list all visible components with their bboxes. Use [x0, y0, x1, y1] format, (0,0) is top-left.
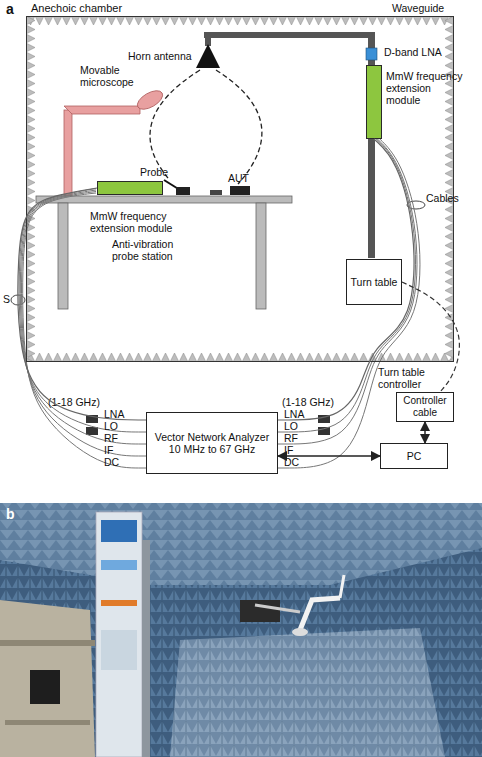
annotation-label: Anti-vibration probe station — [112, 238, 197, 262]
foam-ceiling — [0, 503, 482, 585]
absorber-row — [26, 16, 35, 362]
annotation-label: Turn table controller — [378, 366, 440, 390]
waveguide — [205, 32, 211, 46]
column-side — [142, 540, 150, 757]
instrument-box — [240, 600, 280, 622]
column-panel — [101, 560, 137, 570]
chamber-photo — [0, 503, 482, 757]
annotation-label: LO — [284, 420, 314, 432]
node-text: MmW frequency extension module — [90, 210, 190, 234]
stepper-motor — [30, 670, 60, 704]
annotation-label: D-band LNA — [384, 46, 448, 58]
node-text: Vector Network Analyzer 10 MHz to 67 GHz — [147, 430, 277, 456]
annotation-label: LNA — [104, 408, 134, 420]
table-leg — [256, 203, 266, 309]
extension-module: MmW frequency extension module — [97, 181, 163, 195]
panel-letter: b — [6, 506, 20, 522]
annotation-label: (1-18 GHz) — [282, 396, 342, 408]
annotation-label: LO — [104, 420, 134, 432]
annotation-label: Horn antenna — [128, 50, 198, 62]
vertical-column — [96, 512, 142, 757]
connectors — [18, 139, 459, 456]
annotation-label: Cables — [426, 192, 466, 204]
probe-station — [36, 180, 292, 309]
annotation-label: RF — [284, 432, 314, 444]
node-text: MmW frequency extension module — [386, 70, 466, 106]
annotation-label: RF — [104, 432, 134, 444]
extension-module: MmW frequency extension module — [366, 65, 382, 139]
absorber-row — [445, 16, 454, 362]
annotation-label: S — [3, 293, 13, 305]
lna-block — [86, 427, 98, 435]
node-text: PC — [405, 449, 424, 463]
microscope-arm — [255, 605, 300, 612]
node-text: Controller cable — [397, 394, 453, 420]
horn-antenna — [196, 44, 220, 68]
stage-block — [210, 190, 222, 195]
positioner-rail — [5, 720, 90, 725]
annotation-label: (1-18 GHz) — [48, 396, 108, 408]
microscope-head — [134, 87, 165, 113]
microscope-post — [64, 110, 72, 196]
foam-wall — [0, 503, 482, 757]
node-text: Turn table — [349, 275, 400, 289]
control-arrow — [424, 422, 426, 443]
annotation-label: Probe — [140, 166, 174, 178]
cable-marks — [11, 201, 425, 435]
annotation-label: DC — [104, 456, 134, 468]
positioner-frame — [0, 600, 95, 757]
column-panel — [101, 520, 137, 542]
cable-strand — [23, 193, 146, 468]
microscope — [64, 87, 166, 196]
antenna-under-test — [230, 186, 250, 195]
absorber-block — [170, 628, 445, 757]
lna-block — [318, 415, 330, 423]
radiation-path — [216, 70, 262, 184]
annotation-label: LNA — [284, 408, 314, 420]
table-leg — [58, 203, 68, 309]
microscope-arm — [300, 598, 340, 630]
microscope-head — [340, 575, 344, 598]
pc-box: PC — [380, 443, 448, 469]
radiation-path — [150, 70, 200, 178]
probe-holder — [176, 187, 190, 195]
positioner-rail — [0, 640, 95, 646]
waveguide — [204, 32, 375, 38]
analyzer-box: Vector Network Analyzer 10 MHz to 67 GHz — [146, 412, 278, 474]
absorber-row — [26, 16, 454, 25]
turntable-box: Turn table — [346, 259, 402, 305]
absorber-row — [26, 353, 454, 362]
lna-block — [366, 48, 377, 60]
column-panel — [101, 630, 137, 670]
chamber-absorbers — [26, 16, 454, 362]
annotation-label: Waveguide — [392, 2, 462, 14]
panel-letter: a — [6, 1, 20, 17]
annotation-label: IF — [104, 444, 134, 456]
microscope-arm — [64, 106, 140, 114]
controller-box: Controller cable — [396, 392, 454, 422]
arm-base — [292, 628, 308, 636]
node-text: Anechoic chamber — [31, 2, 191, 14]
table-top — [36, 196, 292, 203]
annotation-label: IF — [284, 444, 314, 456]
column-panel — [101, 600, 137, 606]
annotation-label: DC — [284, 456, 314, 468]
annotation-label: AUT — [228, 172, 258, 184]
lna-block — [86, 415, 98, 423]
annotation-label: Movable microscope — [80, 64, 150, 88]
